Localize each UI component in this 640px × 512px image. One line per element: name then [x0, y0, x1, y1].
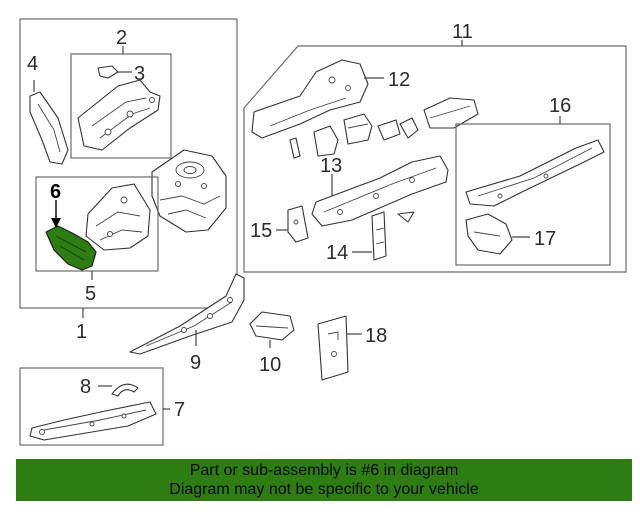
group-box-16	[455, 123, 611, 266]
callout-17[interactable]: 17	[534, 228, 556, 250]
part-apron-member[interactable]	[77, 79, 161, 151]
part-18[interactable]	[317, 315, 362, 381]
callout-5[interactable]: 5	[85, 283, 96, 305]
callout-15[interactable]: 15	[250, 220, 272, 242]
group-box-5	[35, 176, 159, 272]
part-17[interactable]	[465, 213, 530, 255]
group-box-2	[70, 53, 172, 159]
part-shock-tower[interactable]	[151, 149, 227, 233]
callout-16[interactable]: 16	[549, 95, 571, 117]
part-15[interactable]	[276, 205, 309, 243]
part-6-highlighted[interactable]	[45, 200, 97, 271]
part-3[interactable]	[97, 65, 132, 79]
part-12[interactable]	[251, 59, 384, 139]
part-8[interactable]	[98, 383, 139, 397]
callout-11[interactable]: 11	[452, 21, 473, 43]
part-small-brackets[interactable]	[289, 97, 479, 159]
callout-14[interactable]: 14	[326, 242, 348, 264]
banner-line-2: Diagram may not be specific to your vehi…	[169, 481, 479, 498]
callout-8[interactable]: 8	[80, 376, 91, 398]
part-4[interactable]	[29, 80, 69, 165]
callout-6[interactable]: 6	[50, 181, 61, 203]
callout-1[interactable]: 1	[76, 321, 87, 343]
callout-7[interactable]: 7	[174, 399, 185, 421]
part-7-rail[interactable]	[29, 401, 157, 441]
callout-9[interactable]: 9	[190, 352, 201, 374]
part-inner-apron[interactable]	[85, 183, 151, 251]
part-clip[interactable]	[397, 211, 415, 223]
part-9[interactable]	[129, 273, 245, 355]
part-13[interactable]	[311, 155, 449, 227]
callout-4[interactable]: 4	[27, 53, 38, 75]
group-box-7	[19, 367, 164, 446]
callout-3[interactable]: 3	[134, 63, 145, 85]
group-box-1	[19, 18, 238, 309]
callout-10[interactable]: 10	[259, 354, 281, 376]
banner-line-1: Part or sub-assembly is #6 in diagram	[189, 462, 459, 479]
callout-13[interactable]: 13	[320, 155, 342, 177]
part-14[interactable]	[352, 211, 387, 261]
callout-2[interactable]: 2	[116, 27, 127, 49]
callout-12[interactable]: 12	[388, 69, 410, 91]
part-10[interactable]	[249, 311, 295, 348]
part-16-rail[interactable]	[465, 139, 605, 207]
info-banner: Part or sub-assembly is #6 in diagram Di…	[16, 459, 632, 501]
group-box-11	[243, 45, 627, 273]
callout-18[interactable]: 18	[365, 325, 387, 347]
parts-diagram: 1 2 3 4 5	[19, 18, 627, 446]
